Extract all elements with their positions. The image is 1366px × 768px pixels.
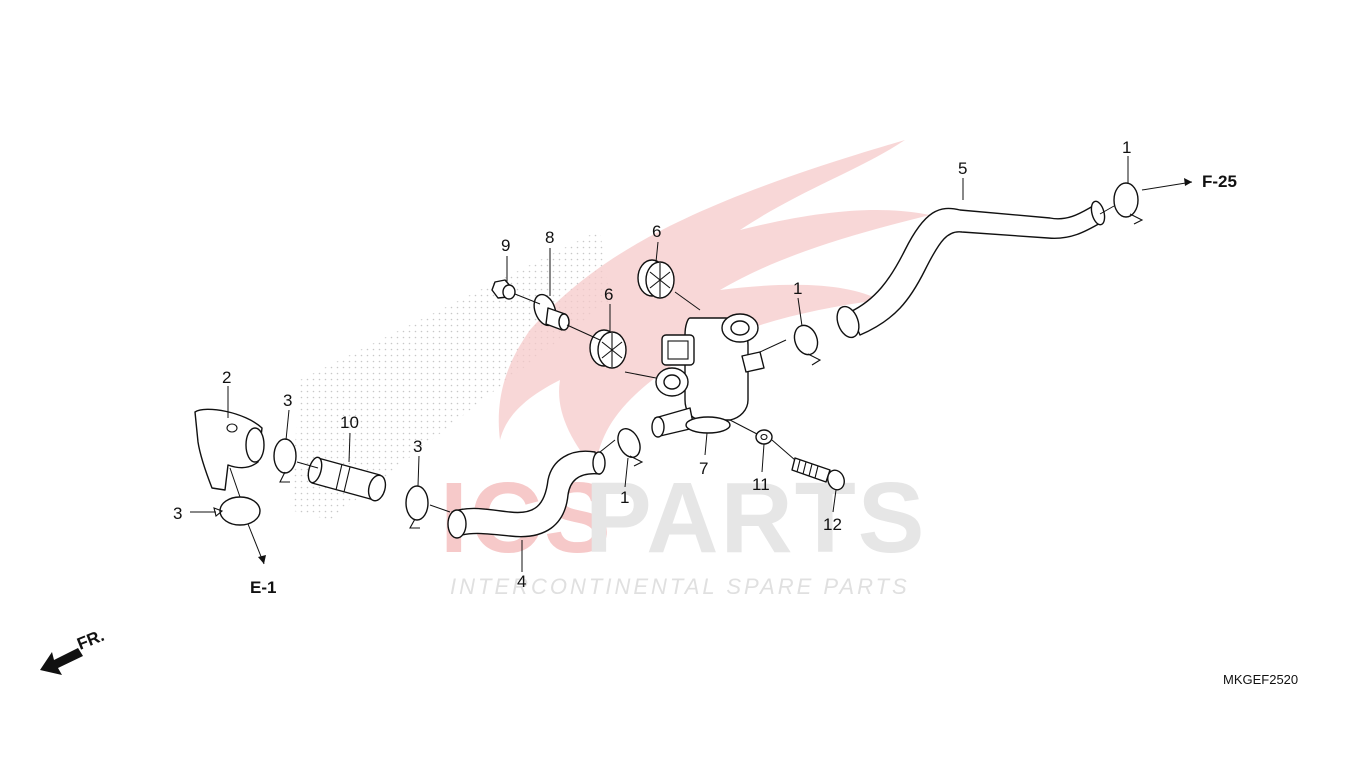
callout-10[interactable]: 10 [340, 413, 359, 432]
front-arrow-icon [40, 648, 83, 675]
watermark: ICS PARTS INTERCONTINENTAL SPARE PARTS [290, 140, 930, 599]
callouts: 1 5 1 6 6 8 9 1 7 11 12 10 3 3 2 3 4 [173, 138, 1131, 591]
front-direction-marker: FR. [40, 626, 107, 675]
callout-2[interactable]: 2 [222, 368, 231, 387]
diagram-code: MKGEF2520 [1223, 672, 1298, 687]
leader-lines [190, 156, 1193, 572]
part-3-clamp-center[interactable] [405, 485, 429, 529]
callout-8[interactable]: 8 [545, 228, 554, 247]
callout-4[interactable]: 4 [517, 572, 526, 591]
part-1-clamp-upper-right[interactable] [1113, 182, 1144, 225]
part-7-valve-body[interactable] [651, 313, 765, 438]
callout-6-lower[interactable]: 6 [604, 285, 613, 304]
front-label: FR. [74, 626, 107, 654]
part-4-hose[interactable] [447, 450, 606, 539]
callout-1-lower[interactable]: 1 [620, 488, 629, 507]
watermark-dot-band [290, 230, 610, 520]
callout-7[interactable]: 7 [699, 459, 708, 478]
watermark-brand-gray: PARTS [585, 462, 927, 574]
watermark-tagline: INTERCONTINENTAL SPARE PARTS [450, 574, 910, 599]
part-6-grommet-lower[interactable] [589, 329, 627, 369]
watermark-wing-logo [498, 140, 930, 470]
callout-3-left-upper[interactable]: 3 [283, 391, 292, 410]
part-9-nut[interactable] [491, 279, 516, 300]
callout-3-center[interactable]: 3 [413, 437, 422, 456]
callout-6-upper[interactable]: 6 [652, 222, 661, 241]
callout-9[interactable]: 9 [501, 236, 510, 255]
part-2-elbow-hose[interactable] [194, 408, 265, 491]
part-8-collar[interactable] [530, 292, 570, 331]
part-12-bolt[interactable] [791, 457, 847, 492]
callout-5[interactable]: 5 [958, 159, 967, 178]
callout-1-middle[interactable]: 1 [793, 279, 802, 298]
callout-1-upper-right[interactable]: 1 [1122, 138, 1131, 157]
callout-11[interactable]: 11 [752, 475, 770, 494]
part-1-clamp-middle[interactable] [791, 322, 822, 366]
part-3-clamp-left-lower[interactable] [213, 496, 261, 526]
callout-3-left-lower[interactable]: 3 [173, 504, 182, 523]
part-10-joint[interactable] [306, 456, 388, 503]
ref-e-1[interactable]: E-1 [250, 578, 276, 597]
ref-f-25[interactable]: F-25 [1202, 172, 1237, 191]
callout-12[interactable]: 12 [823, 515, 842, 534]
part-11-washer[interactable] [755, 429, 773, 445]
part-3-clamp-left-upper[interactable] [273, 438, 297, 483]
part-6-grommet-upper[interactable] [637, 259, 675, 299]
part-1-clamp-lower[interactable] [614, 425, 645, 467]
